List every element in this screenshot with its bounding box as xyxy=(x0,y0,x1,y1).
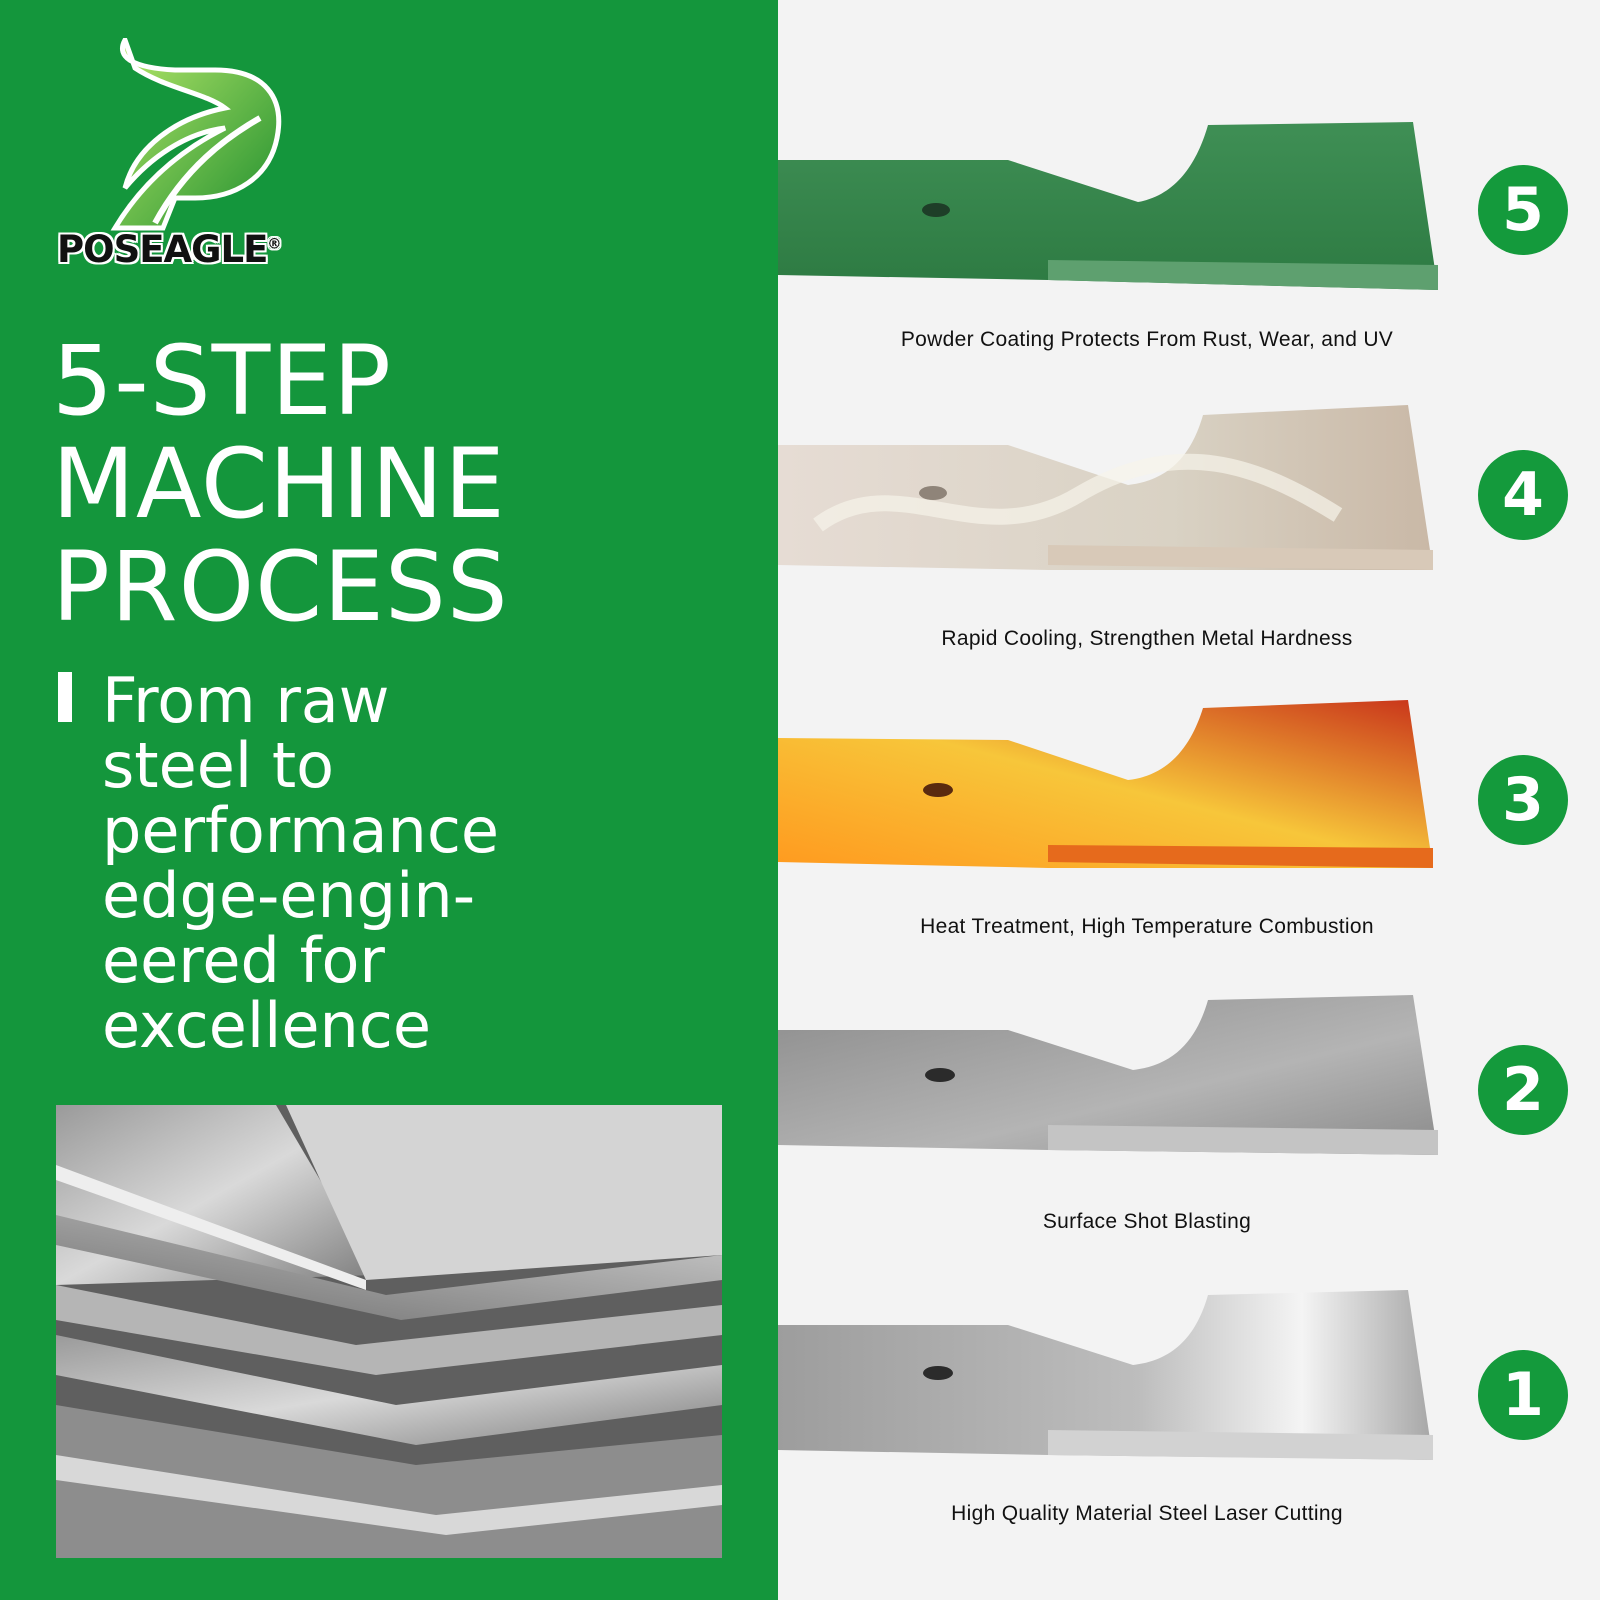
title-line: 5-STEP xyxy=(52,325,392,437)
subtitle-accent-bar xyxy=(58,672,72,722)
title-line: MACHINE xyxy=(52,428,506,540)
laser-cut-blade-image xyxy=(778,1290,1433,1460)
process-step: Rapid Cooling, Strengthen Metal Hardness… xyxy=(778,405,1600,705)
steel-sheets-image xyxy=(56,1105,722,1558)
process-step: Surface Shot Blasting 2 xyxy=(778,995,1600,1295)
step-caption: Heat Treatment, High Temperature Combust… xyxy=(920,915,1374,938)
title-line: PROCESS xyxy=(52,531,509,643)
step-number-badge: 2 xyxy=(1478,1045,1568,1135)
subtitle-line: edge-engin- xyxy=(102,859,476,932)
subtitle-line: performance xyxy=(102,794,500,867)
page-title: 5-STEP MACHINE PROCESS xyxy=(52,330,509,639)
step-number-badge: 4 xyxy=(1478,450,1568,540)
subtitle-line: From raw xyxy=(102,664,390,737)
subtitle-line: steel to xyxy=(102,729,335,802)
subtitle-line: excellence xyxy=(102,989,432,1062)
step-caption: Rapid Cooling, Strengthen Metal Hardness xyxy=(941,627,1353,650)
process-step: Powder Coating Protects From Rust, Wear,… xyxy=(778,110,1600,410)
subtitle-line: eered for xyxy=(102,924,385,997)
process-step: Heat Treatment, High Temperature Combust… xyxy=(778,700,1600,1000)
step-number-badge: 1 xyxy=(1478,1350,1568,1440)
left-panel: POSEAGLE® 5-STEP MACHINE PROCESS From ra… xyxy=(0,0,778,1600)
shot-blasted-blade-image xyxy=(778,995,1438,1155)
green-blade-image xyxy=(778,122,1438,290)
subtitle: From raw steel to performance edge-engin… xyxy=(102,668,582,1058)
step-caption: Surface Shot Blasting xyxy=(1042,1210,1252,1233)
step-number-badge: 3 xyxy=(1478,755,1568,845)
poseagle-logo-icon xyxy=(110,38,282,231)
heat-treated-blade-image xyxy=(778,700,1433,868)
step-number-badge: 5 xyxy=(1478,165,1568,255)
brand-name: POSEAGLE® xyxy=(57,228,281,271)
step-caption: High Quality Material Steel Laser Cuttin… xyxy=(951,1502,1343,1525)
step-caption: Powder Coating Protects From Rust, Wear,… xyxy=(900,328,1394,351)
cooling-blade-image xyxy=(778,405,1433,570)
process-step: High Quality Material Steel Laser Cuttin… xyxy=(778,1290,1600,1590)
